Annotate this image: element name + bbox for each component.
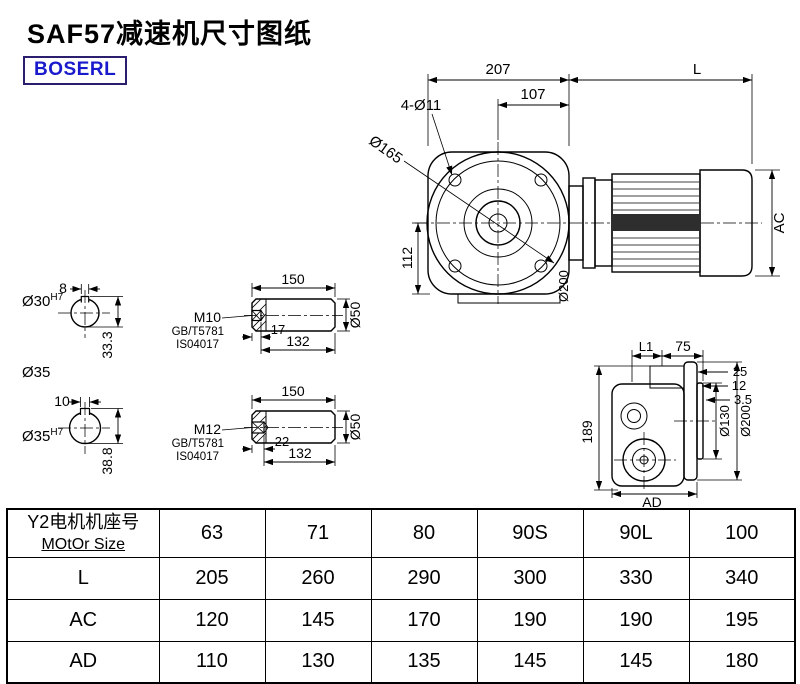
thread-m10: M10 <box>194 309 221 325</box>
dim-L: L <box>693 61 701 78</box>
dim-AC: AC <box>771 212 788 233</box>
shaft-end-m10: M10 GB/T5781 IS04017 150 17 132 Ø50 <box>172 271 363 354</box>
dim-75: 75 <box>675 338 691 354</box>
cell: 330 <box>582 556 690 600</box>
size-80: 80 <box>370 508 478 558</box>
motor-size-header-cell: Y2电机机座号 MOtOr Size <box>6 508 160 558</box>
dim-L1: L1 <box>639 339 653 354</box>
cell: 340 <box>688 556 796 600</box>
technical-drawing: 207 L 107 4-Ø11 Ø165 112 AC Ø200 <box>22 61 788 510</box>
front-view-motor <box>568 169 753 277</box>
table-header-row: Y2电机机座号 MOtOr Size 63 71 80 90S 90L 100 <box>6 508 796 558</box>
dim-132-2: 132 <box>288 445 312 461</box>
front-view-gearbox <box>415 142 762 304</box>
std-gb-2: GB/T5781 <box>172 438 224 450</box>
size-90s: 90S <box>476 508 584 558</box>
dim-keyway-8: 8 <box>59 280 67 296</box>
dim-dia-130: Ø130 <box>717 405 732 437</box>
cell: 180 <box>688 640 796 684</box>
side-view: L1 75 25 12 3.5 189 Ø130 Ø200 AD <box>579 338 753 510</box>
table-row-L: L 205 260 290 300 330 340 <box>6 556 796 600</box>
size-63: 63 <box>158 508 266 558</box>
cell: 260 <box>264 556 372 600</box>
dim-33-3: 33.3 <box>99 331 115 358</box>
cell: 145 <box>264 598 372 642</box>
cell: 190 <box>582 598 690 642</box>
std-iso-2: IS04017 <box>176 451 219 463</box>
thread-m12: M12 <box>194 421 221 437</box>
dim-adapter-dia: Ø200 <box>556 270 571 302</box>
table-row-AD: AD 110 130 135 145 145 180 <box>6 640 796 684</box>
size-71: 71 <box>264 508 372 558</box>
cell: 110 <box>158 640 266 684</box>
row-label: AC <box>6 598 160 642</box>
cell: 130 <box>264 640 372 684</box>
dim-flange-dia: Ø165 <box>366 132 406 167</box>
cell: 170 <box>370 598 478 642</box>
dim-25: 25 <box>733 364 747 379</box>
page-title: SAF57减速机尺寸图纸 <box>27 19 313 49</box>
cell: 190 <box>476 598 584 642</box>
dim-189: 189 <box>579 420 595 444</box>
cell: 205 <box>158 556 266 600</box>
table-row-AC: AC 120 145 170 190 190 195 <box>6 598 796 642</box>
dim-bolt-holes: 4-Ø11 <box>401 97 442 114</box>
std-iso: IS04017 <box>176 339 219 351</box>
dim-150-2: 150 <box>281 383 305 399</box>
cell: 290 <box>370 556 478 600</box>
size-90l: 90L <box>582 508 690 558</box>
cell: 145 <box>476 640 584 684</box>
dim-bore-35: Ø35H7 <box>22 427 64 445</box>
front-view-dimensions: 207 L 107 4-Ø11 Ø165 112 AC Ø200 <box>366 61 788 302</box>
cell: 145 <box>582 640 690 684</box>
dim-dia-200: Ø200 <box>738 405 753 437</box>
dim-150: 150 <box>281 271 305 287</box>
dim-keyway-10: 10 <box>54 393 70 409</box>
dim-bore-30: Ø30H7 <box>22 292 64 310</box>
dim-dia-50: Ø50 <box>347 302 363 329</box>
dim-207: 207 <box>485 61 510 78</box>
dim-AD: AD <box>642 494 661 510</box>
hollow-shaft-35-section: Ø35 10 Ø35H7 38.8 <box>22 364 123 475</box>
dim-12: 12 <box>732 378 746 393</box>
shaft-end-m12: M12 GB/T5781 IS04017 150 22 132 Ø50 <box>172 383 363 466</box>
hollow-shaft-30-section: 8 Ø30H7 33.3 <box>22 280 123 359</box>
row-label: AD <box>6 640 160 684</box>
boserl-logo: BOSERL <box>23 56 128 85</box>
size-100: 100 <box>688 508 796 558</box>
motor-size-table: Y2电机机座号 MOtOr Size 63 71 80 90S 90L 100 … <box>6 508 796 684</box>
cell: 195 <box>688 598 796 642</box>
dim-107: 107 <box>520 86 545 103</box>
dim-od-35: Ø35 <box>22 364 50 381</box>
dim-38-8: 38.8 <box>99 447 115 474</box>
dim-112: 112 <box>399 247 415 270</box>
cell: 120 <box>158 598 266 642</box>
dim-22: 22 <box>275 434 289 449</box>
cell: 300 <box>476 556 584 600</box>
motor-rotor-band <box>613 214 699 231</box>
dim-17: 17 <box>271 322 285 337</box>
row-label: L <box>6 556 160 600</box>
header-cn: Y2电机机座号 <box>27 512 140 533</box>
dim-132: 132 <box>286 333 310 349</box>
motor-fins <box>613 181 699 267</box>
cell: 135 <box>370 640 478 684</box>
std-gb: GB/T5781 <box>172 326 224 338</box>
header-en: MOtOr Size <box>41 535 126 553</box>
dim-dia-50-2: Ø50 <box>347 414 363 441</box>
